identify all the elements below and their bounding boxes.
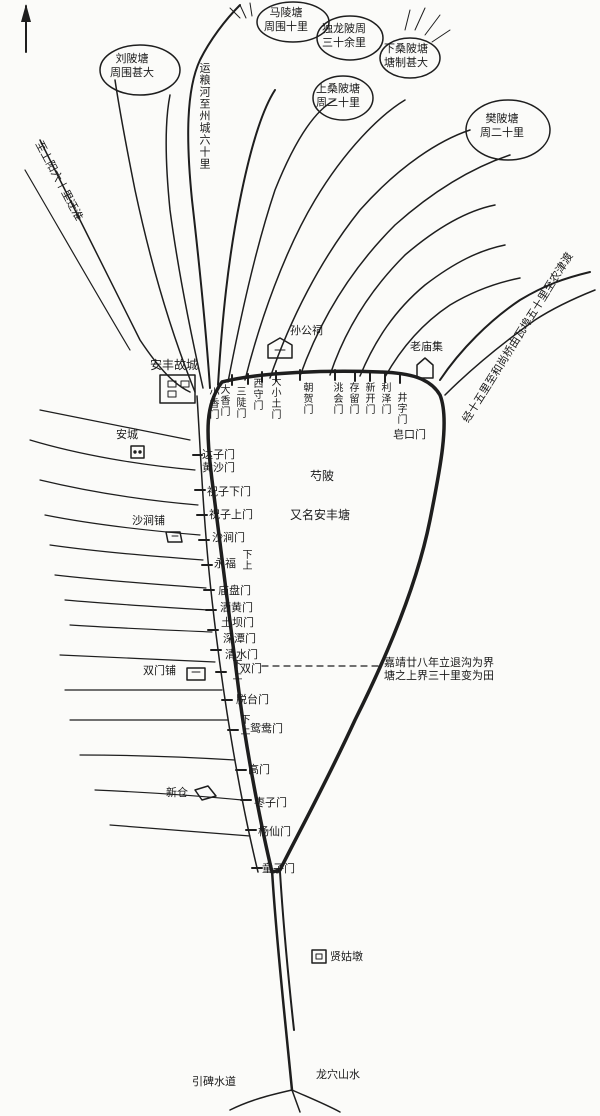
gate-zhuzi-xia: 祝子下门: [207, 485, 251, 498]
gate-shajian: 沙涧门: [212, 531, 245, 544]
label-anfeng-old-city: 安丰故城: [150, 358, 199, 372]
ma-ling-lake: [256, 1, 330, 43]
label-line: 周围十里: [264, 20, 308, 33]
gate-sahuang: 洒黄门: [220, 601, 253, 614]
gate-north-3: 三陡门: [234, 386, 245, 419]
gate-yuanyang: 鸳鸯门: [250, 722, 283, 735]
gate-shuangmen: 双门: [240, 662, 262, 675]
cloud-du-long: 独龙陂周 三十余里: [322, 22, 366, 50]
label-line: 塘制甚大: [384, 56, 428, 69]
cloud-ma-ling: 马陵塘 周围十里: [264, 6, 308, 34]
gate-zaozi: 枣子门: [254, 796, 287, 809]
gate-huangsha: 黄沙门: [202, 461, 235, 474]
shang-sang-lake: [312, 75, 374, 121]
gate-shuangmen-xs: 下上: [230, 659, 241, 681]
label-longxue-shanshui: 龙穴山水: [316, 1068, 360, 1081]
du-long-lake: [316, 15, 384, 61]
label-line: 周二十里: [316, 96, 360, 109]
label-line: 上桑陂塘: [316, 82, 360, 95]
label-line: 刘陂塘: [115, 52, 149, 65]
route-canal: 运粮河至州城六十里: [198, 62, 211, 170]
reservoir-outline: [206, 369, 446, 874]
reservoir-alias: 又名安丰塘: [290, 508, 351, 522]
gate-yuanyang-xs: 下上: [238, 714, 249, 736]
gate-tongzi: 童子门: [262, 862, 295, 875]
label-shajian-pu: 沙涧铺: [132, 514, 165, 527]
label-xin-cang: 新仓: [166, 786, 188, 799]
gate-north-12: 皂口门: [393, 428, 426, 441]
gate-north-7: 洮会门: [331, 382, 342, 415]
gate-shentan: 深潭门: [223, 632, 256, 645]
gate-miaopan: 庙盘门: [218, 584, 251, 597]
label-line: 三十余里: [322, 36, 366, 49]
cloud-xia-sang: 下桑陂塘 塘制甚大: [384, 42, 428, 70]
gate-gao: 高门: [248, 763, 270, 776]
xia-sang-lake: [379, 37, 441, 79]
gate-zhuzi-shang: 祝子上门: [209, 508, 253, 521]
label-an-cheng: 安城: [116, 428, 138, 441]
label-yinbei-shuidao: 引碑水道: [192, 1075, 236, 1088]
gate-yangxian: 杨仙门: [258, 825, 291, 838]
gate-north-11: 井字门: [395, 392, 406, 425]
gate-yongfu-xs: 下上: [240, 549, 251, 571]
gate-north-5: 大小土门: [269, 376, 280, 420]
gate-north-2: 大香门: [218, 384, 229, 417]
reservoir-name: 芍陂: [310, 469, 335, 483]
gate-qingshui: 清水门: [225, 648, 258, 661]
label-line: 周二十里: [480, 126, 524, 139]
label-shuangmen-pu: 双门铺: [143, 664, 176, 677]
gate-north-4: 西守门: [251, 378, 262, 411]
label-line: 樊陂塘: [485, 112, 519, 125]
label-line: 独龙陂周: [322, 22, 366, 35]
label-jingong-ci: 孙公祠: [290, 324, 323, 337]
cloud-shang-sang: 上桑陂塘 周二十里: [316, 82, 360, 110]
cloud-fan-ling: 樊陂塘 周二十里: [480, 112, 524, 140]
label-line: 周围甚大: [110, 66, 154, 79]
gate-north-9: 新开门: [363, 382, 374, 415]
gate-north-8: 存留门: [347, 382, 358, 415]
boundary-note: 嘉靖廿八年立退沟为界 塘之上界三十里变为田: [384, 656, 494, 682]
fan-ling-lake: [465, 99, 551, 161]
gate-tuotai: 脱台门: [236, 693, 269, 706]
note-line: 塘之上界三十里变为田: [384, 669, 494, 682]
label-laomiao-ji: 老庙集: [410, 340, 443, 353]
gate-north-1: 小香门: [207, 387, 218, 420]
cloud-liu-ling: 刘陂塘 周围甚大: [110, 52, 154, 80]
gate-dazi: 达子门: [202, 448, 235, 461]
liu-ling-lake: [99, 44, 181, 96]
north-arrow-icon: [21, 4, 31, 53]
label-xiangu-dun: 贤姑墩: [330, 950, 363, 963]
gate-north-10: 利泽门: [379, 382, 390, 415]
gate-tuba: 土坝门: [221, 616, 254, 629]
gate-north-6: 朝贺门: [301, 382, 312, 415]
gate-yongfu: 永福: [214, 557, 236, 570]
label-line: 马陵塘: [269, 6, 303, 19]
label-line: 下桑陂塘: [384, 42, 428, 55]
note-line: 嘉靖廿八年立退沟为界: [384, 656, 494, 669]
